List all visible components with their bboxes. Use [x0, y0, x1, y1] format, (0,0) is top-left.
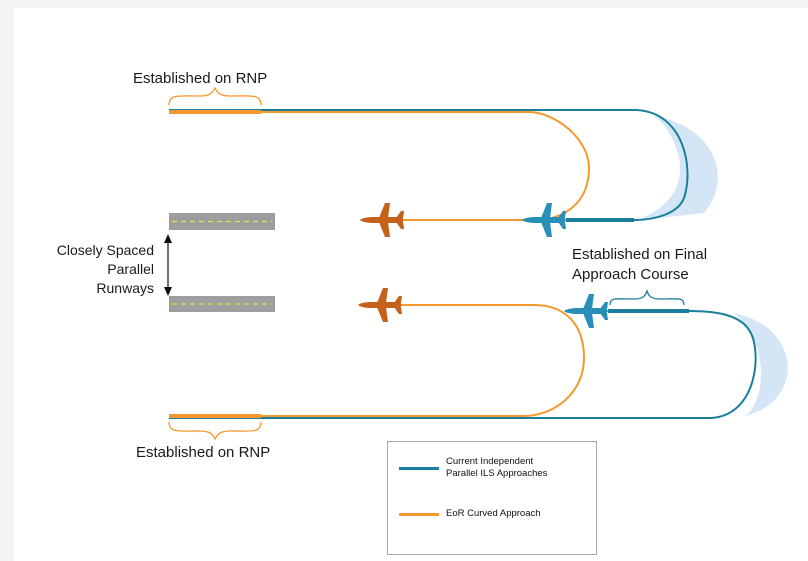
- diagram-canvas: Established on RNP Established on RNP Cl…: [14, 8, 808, 561]
- aircraft-ils-top-icon: [522, 203, 566, 237]
- label-established-rnp-top: Established on RNP: [133, 70, 268, 87]
- legend-label-ils-line2: Parallel ILS Approaches: [446, 468, 548, 479]
- ils-path-bottom: [169, 310, 757, 419]
- label-final-line2: Approach Course: [572, 266, 689, 283]
- legend: Current Independent Parallel ILS Approac…: [387, 441, 597, 555]
- eor-path-top: [169, 111, 591, 221]
- runway-spacing-arrow: [164, 234, 172, 296]
- aircraft-eor-top-icon: [360, 203, 404, 237]
- brace-final: [609, 288, 685, 306]
- eor-path-bottom: [169, 304, 586, 417]
- tolerance-area-bottom: [734, 313, 788, 416]
- legend-label-eor: EoR Curved Approach: [446, 508, 541, 519]
- aircraft-eor-bottom-icon: [358, 288, 402, 322]
- aircraft-ils-bottom-icon: [564, 294, 608, 328]
- label-final-line1: Established on Final: [572, 246, 708, 263]
- runway-top: [169, 213, 275, 230]
- label-runways-line2: Parallel: [107, 261, 154, 277]
- brace-rnp-top: [168, 86, 262, 106]
- ils-path-top: [169, 109, 689, 221]
- approach-diagram: [164, 86, 788, 441]
- label-established-rnp-bottom: Established on RNP: [136, 444, 271, 461]
- legend-swatch-eor: [399, 513, 439, 516]
- runway-bottom: [169, 296, 275, 312]
- legend-label-ils-line1: Current Independent: [446, 456, 534, 467]
- legend-swatch-ils: [399, 467, 439, 470]
- label-runways-line1: Closely Spaced: [56, 242, 154, 258]
- label-runways-line3: Runways: [96, 280, 154, 296]
- tolerance-area-top: [634, 116, 718, 221]
- brace-rnp-bottom: [168, 421, 262, 441]
